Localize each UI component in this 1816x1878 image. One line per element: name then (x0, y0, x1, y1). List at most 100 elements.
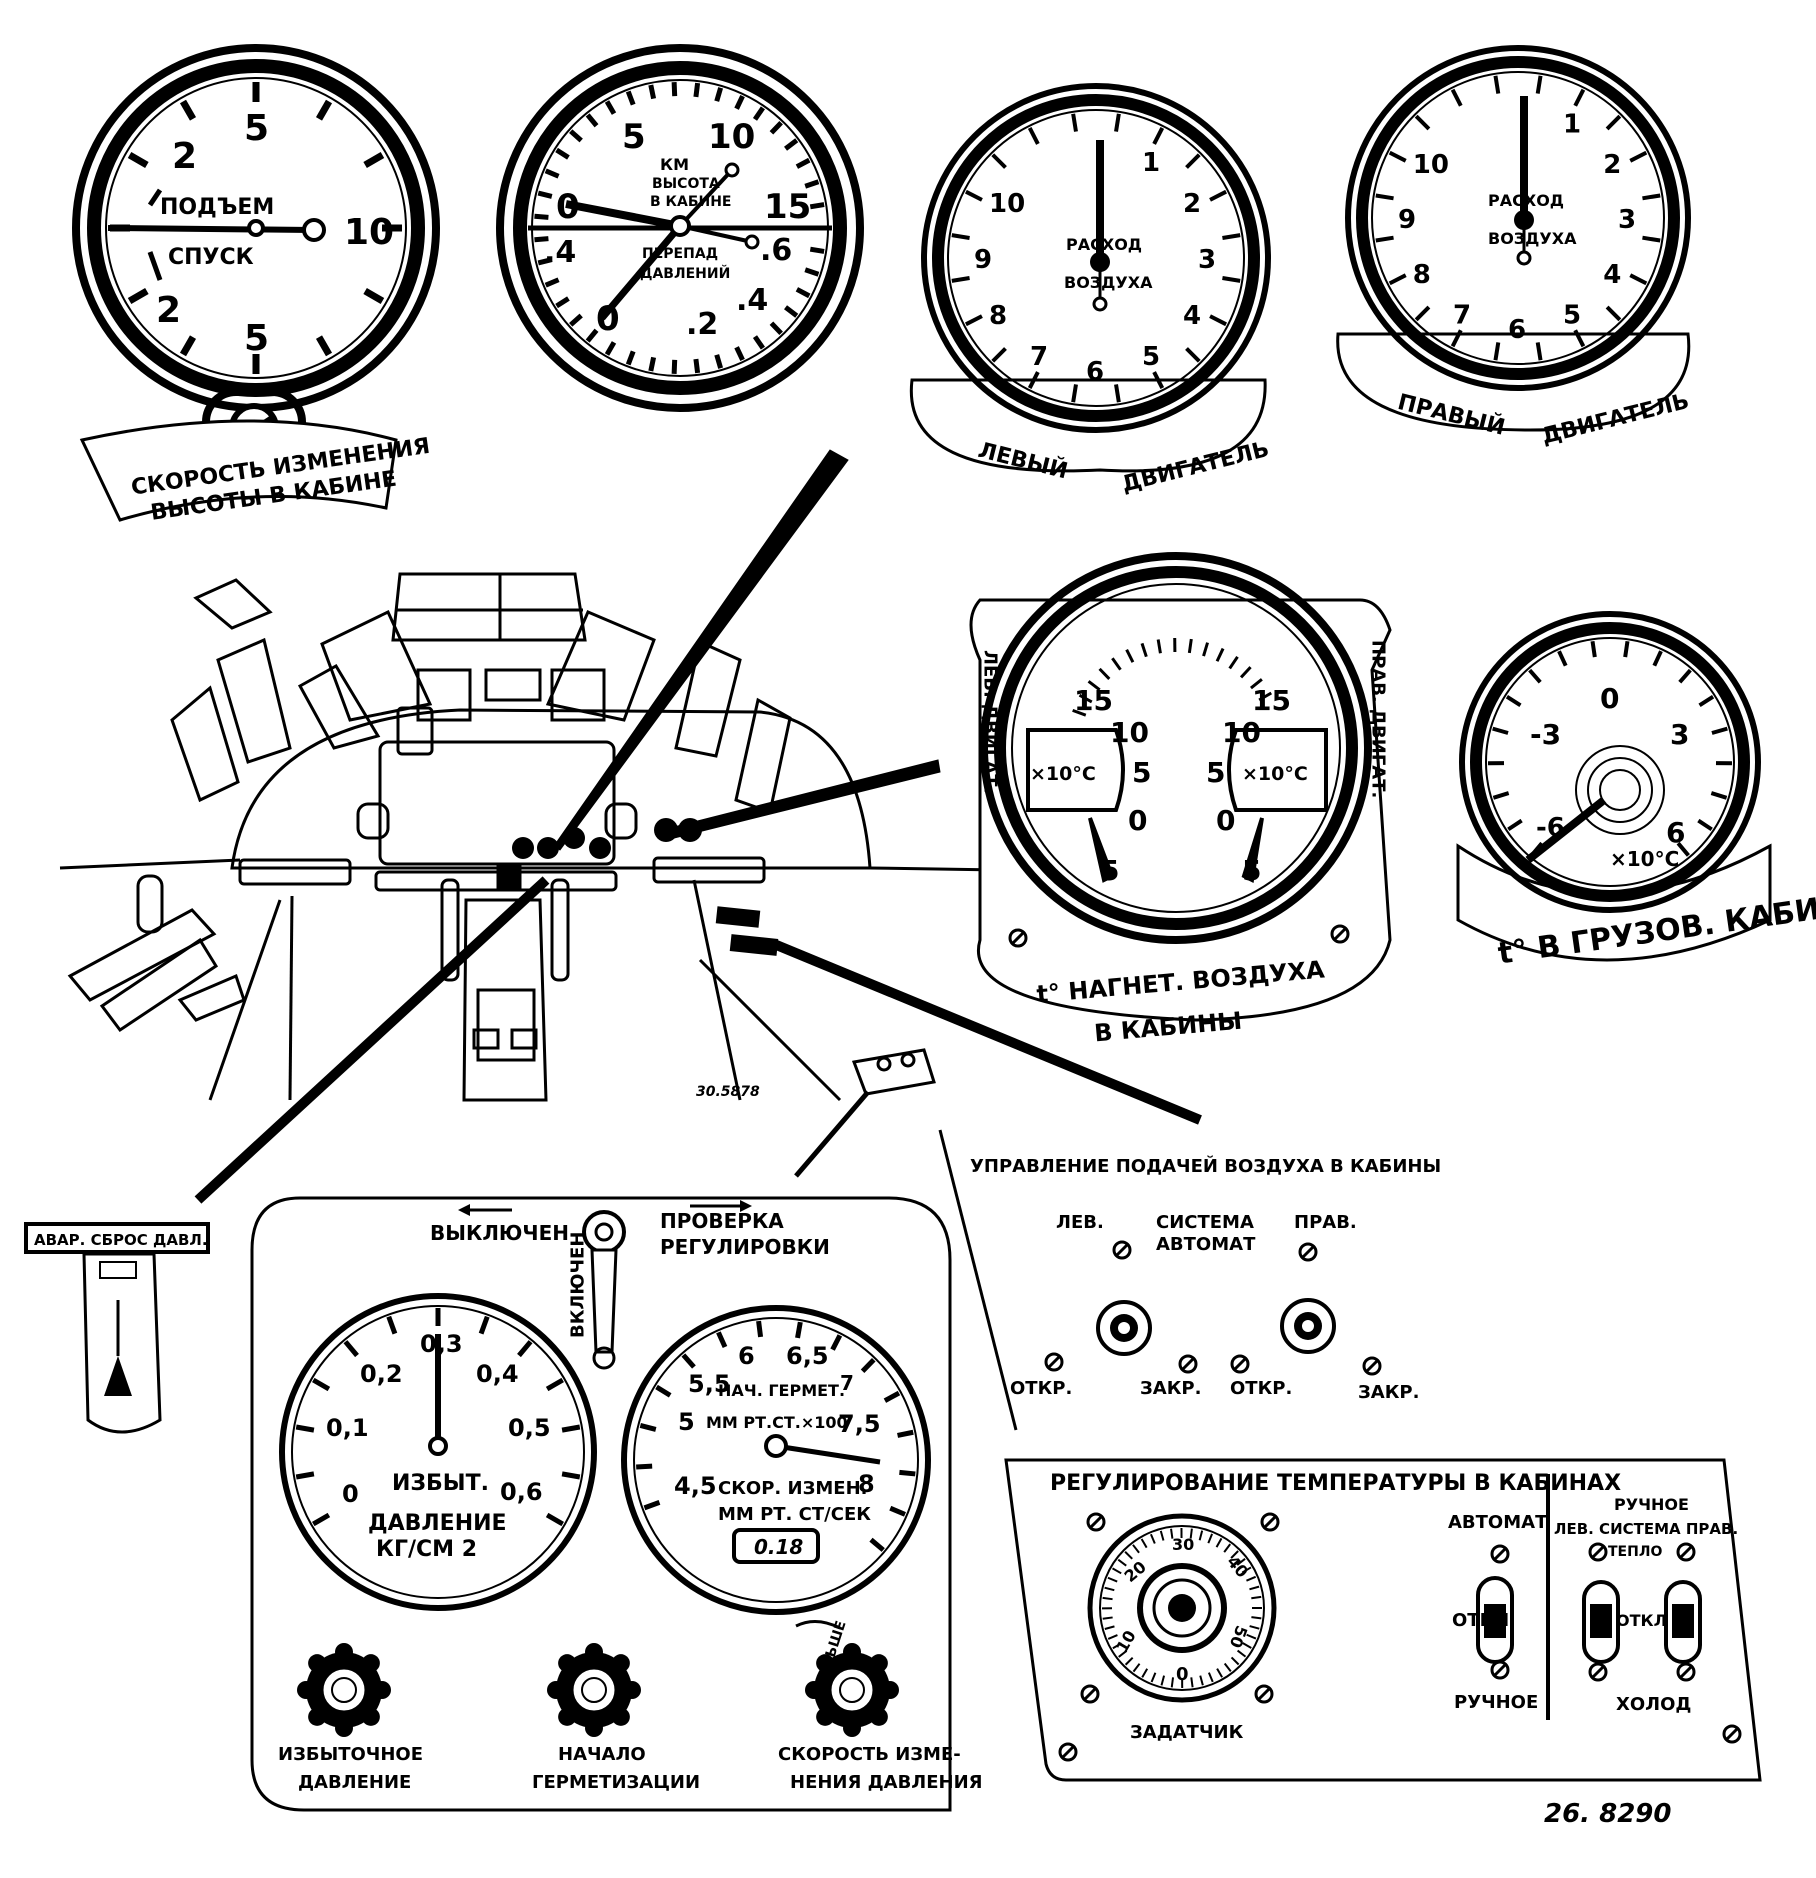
tick-mark (1150, 1533, 1156, 1544)
tick-mark (1590, 640, 1597, 658)
gauge-label: ВОЗДУХА (1488, 229, 1577, 248)
tick-mark (1250, 678, 1263, 690)
tick-mark (1605, 305, 1622, 322)
tick-mark (1215, 1537, 1223, 1548)
valve-knob-left[interactable] (1096, 1300, 1152, 1356)
tick-mark (625, 350, 636, 366)
tick-mark (1222, 276, 1241, 283)
gauge-sealing: 4,5 5 5,5 6 6,5 7 7,5 8 НАЧ. ГЕРМЕТ. ММ … (621, 1305, 931, 1615)
panel-label: СИСТЕМА (1156, 1212, 1254, 1233)
panel-label: ТЕПЛО (1608, 1544, 1662, 1560)
tick-mark (1170, 1677, 1175, 1688)
panel-label: ЛЕВ. СИСТЕМА ПРАВ. (1554, 1520, 1738, 1538)
tick-label: 0 (1128, 804, 1147, 837)
tick-mark (1375, 235, 1394, 243)
toggle-left-system[interactable] (1582, 1580, 1620, 1664)
tick-label: .2 (686, 307, 718, 342)
tick-label: 0,1 (326, 1414, 369, 1442)
control-knob[interactable] (297, 1643, 391, 1737)
tick-label: 5 (622, 117, 646, 157)
pressure-switch[interactable] (582, 1210, 626, 1370)
tick-mark (1710, 791, 1728, 800)
tick-mark (1107, 1634, 1118, 1640)
tick-mark (756, 1320, 764, 1338)
tick-label: .6 (760, 233, 792, 268)
tick-mark (1711, 726, 1728, 735)
tick-mark (534, 236, 549, 243)
tick-mark (1493, 342, 1501, 361)
tick-label: 1 (1563, 110, 1581, 140)
tick-label: 10 (344, 212, 394, 253)
tick-mark (1697, 818, 1713, 832)
tick-mark (734, 95, 745, 110)
tick-mark (1124, 1656, 1134, 1666)
screw (1298, 1242, 1318, 1262)
tick-mark (991, 153, 1007, 169)
tick-mark (585, 113, 599, 128)
panel-title: РЕГУЛИРОВАНИЕ ТЕМПЕРАТУРЫ В КАБИНАХ (1050, 1471, 1621, 1496)
tick-mark (883, 1390, 901, 1403)
tick-label: 5 (1142, 342, 1160, 372)
valve-knob-right[interactable] (1280, 1298, 1336, 1354)
control-knob[interactable] (547, 1643, 641, 1737)
side-label-right: ПРАВ. ДВИГАТ. (1368, 640, 1389, 798)
tick-mark (643, 1500, 661, 1511)
tick-mark (1114, 384, 1121, 403)
temperature-control-panel: РЕГУЛИРОВАНИЕ ТЕМПЕРАТУРЫ В КАБИНАХ 0 10… (1004, 1458, 1762, 1782)
tick-mark (716, 1331, 728, 1349)
tick-label: 6 (738, 1342, 755, 1370)
tick-label: 5 (244, 318, 269, 359)
tick-mark (1215, 647, 1225, 662)
panel-label: АВТОМАТ (1156, 1234, 1256, 1255)
tick-label: 3 (1198, 245, 1216, 275)
tick-mark (1573, 329, 1586, 348)
tick-mark (809, 246, 825, 254)
tick-mark (1198, 1530, 1204, 1541)
tick-mark (1027, 371, 1040, 389)
gauge-label-up: ПОДЪЕМ (160, 195, 274, 220)
tick-mark (1207, 1533, 1214, 1544)
tick-mark (681, 1353, 696, 1369)
knob-label: НЕНИЯ ДАВЛЕНИЯ (790, 1772, 983, 1793)
tick-mark (1132, 1663, 1141, 1673)
tick-mark (625, 90, 636, 106)
tick-mark (1241, 1566, 1252, 1574)
tick-mark (809, 202, 825, 210)
gauge-label: НАЧ. ГЕРМЕТ. (718, 1381, 845, 1400)
screw (1722, 1724, 1742, 1744)
tick-label: 7 (1453, 300, 1471, 330)
tick-label: 6 (1086, 357, 1104, 387)
tick-label: 8 (989, 301, 1007, 331)
screw (1086, 1512, 1106, 1532)
toggle-right-system[interactable] (1664, 1580, 1702, 1664)
tick-mark (561, 1471, 581, 1480)
gauge-cargo-temp: -3 0 3 6 -6 ×10°С t° В ГРУЗОВ. КАБИНЕ (1456, 611, 1816, 972)
knob-label: СКОРОСТЬ ИЗМЕ- (778, 1744, 961, 1765)
tick-mark (1414, 114, 1431, 131)
cockpit-illustration (59, 572, 1001, 1102)
tick-mark (1676, 841, 1690, 857)
control-knob[interactable] (805, 1643, 899, 1737)
tick-mark (312, 1512, 331, 1527)
temperature-setter-dial[interactable] (1087, 1513, 1277, 1703)
panel-label: ПРАВ. (1294, 1212, 1357, 1233)
emergency-release-handle[interactable]: АВАР. СБРОС ДАВЛ. (24, 1222, 210, 1434)
tick-mark (1107, 1576, 1118, 1583)
tick-label: 10 (1413, 150, 1449, 180)
tick-mark (1605, 114, 1622, 131)
screw (1362, 1356, 1382, 1376)
tick-mark (951, 233, 970, 240)
tick-mark (655, 1384, 672, 1398)
dial-tick: 30 (1172, 1535, 1194, 1554)
tick-label: 0 (1600, 682, 1619, 715)
switch-label-check: РЕГУЛИРОВКИ (660, 1235, 830, 1259)
tick-mark (784, 305, 799, 318)
tick-label: 0,5 (508, 1414, 551, 1442)
tick-mark (991, 347, 1007, 363)
toggle-auto-manual[interactable] (1476, 1576, 1514, 1664)
tick-label: 2 (1603, 150, 1621, 180)
tick-label: -3 (1530, 718, 1561, 751)
tick-mark (1117, 1558, 1127, 1567)
tick-mark (1140, 642, 1148, 658)
